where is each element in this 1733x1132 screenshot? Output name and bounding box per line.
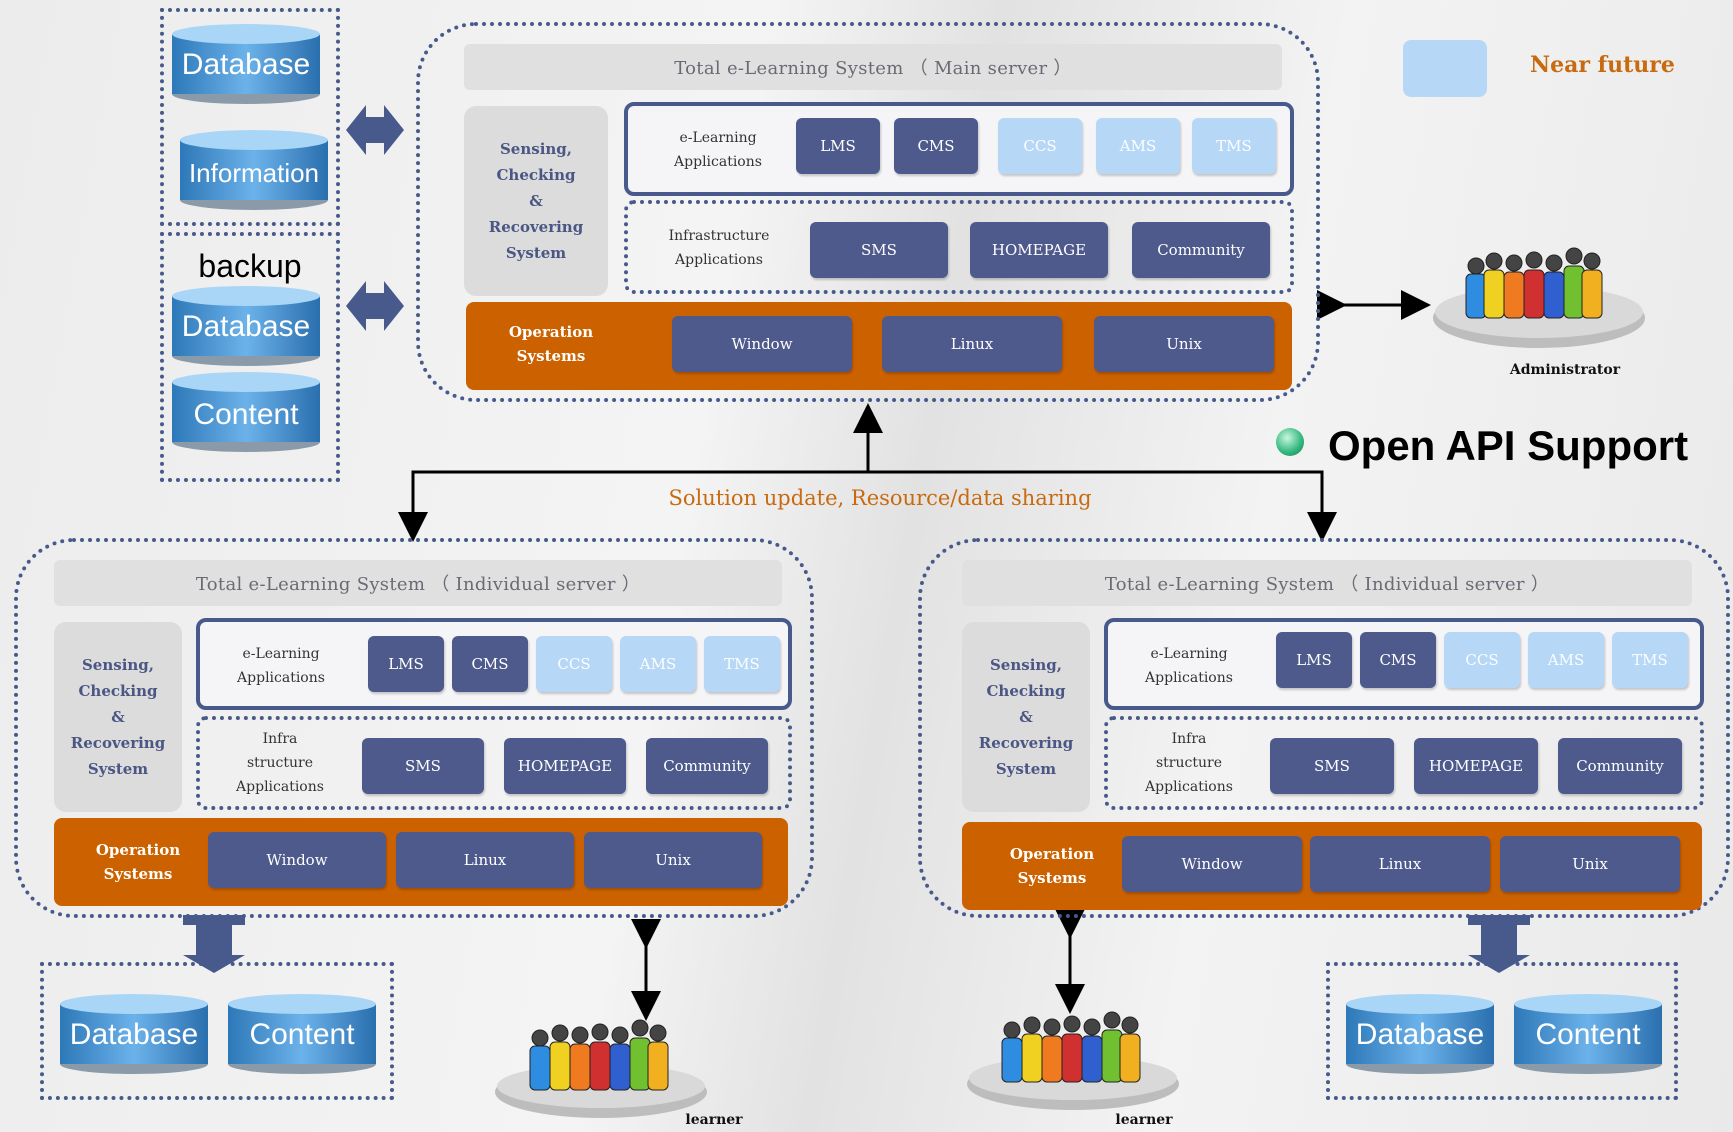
left-storage-arrow [183, 915, 245, 973]
information-cylinder: Information [180, 130, 328, 210]
left-app-homepage[interactable]: HOMEPAGE [504, 738, 626, 794]
open-api-icon [1276, 428, 1304, 456]
left-sensing-block: Sensing, Checking & Recovering System [54, 622, 182, 812]
right-os-label: Operation Systems [1009, 845, 1095, 887]
right-app-homepage[interactable]: HOMEPAGE [1414, 738, 1538, 794]
main-sensing-block: Sensing, Checking & Recovering System [464, 106, 608, 296]
main-app-ams[interactable]: AMS [1096, 118, 1180, 174]
backup-database-cylinder: Database [172, 286, 320, 366]
main-os-window[interactable]: Window [672, 316, 852, 372]
legend-label: Near future [1530, 52, 1675, 78]
main-app-tms[interactable]: TMS [1192, 118, 1276, 174]
main-elearning-label: e-Learning Applications [674, 130, 762, 170]
double-arrow-bottom [346, 281, 404, 331]
solution-connector [398, 403, 1337, 542]
right-sensing-block: Sensing, Checking & Recovering System [962, 622, 1090, 812]
connector-label: Solution update, Resource/data sharing [668, 486, 1092, 510]
left-os-unix[interactable]: Unix [584, 832, 762, 888]
left-infra-box [196, 716, 792, 810]
left-local-storage [40, 962, 394, 1100]
left-app-tms[interactable]: TMS [704, 636, 780, 692]
left-app-ams[interactable]: AMS [620, 636, 696, 692]
left-app-community[interactable]: Community [646, 738, 768, 794]
administrator-group-icon [1432, 236, 1646, 356]
left-app-cms[interactable]: CMS [452, 636, 528, 692]
backup-label: backup [198, 248, 302, 284]
main-app-cms[interactable]: CMS [894, 118, 978, 174]
right-infra-label: Infra structure Applications [1145, 731, 1233, 795]
left-os-window[interactable]: Window [208, 832, 386, 888]
right-storage-arrow [1468, 915, 1530, 973]
right-os-linux[interactable]: Linux [1310, 836, 1490, 892]
main-primary-storage [160, 8, 340, 226]
left-database-cylinder: Database [60, 994, 208, 1074]
left-content-cylinder: Content [228, 994, 376, 1074]
learner-left-group-icon [494, 1008, 708, 1120]
right-app-community[interactable]: Community [1558, 738, 1682, 794]
right-app-ccs[interactable]: CCS [1444, 632, 1520, 688]
main-app-lms[interactable]: LMS [796, 118, 880, 174]
right-app-tms[interactable]: TMS [1612, 632, 1688, 688]
left-server-panel [14, 538, 814, 918]
legend-swatch [1403, 40, 1487, 97]
main-app-community[interactable]: Community [1132, 222, 1270, 278]
right-app-cms[interactable]: CMS [1360, 632, 1436, 688]
main-app-ccs[interactable]: CCS [998, 118, 1082, 174]
left-elearning-label: e-Learning Applications [237, 646, 325, 686]
main-os-unix[interactable]: Unix [1094, 316, 1274, 372]
left-server-title: Total e-Learning System （ Individual ser… [54, 560, 782, 606]
main-server-title: Total e-Learning System （ Main server ） [464, 44, 1282, 90]
right-content-cylinder: Content [1514, 994, 1662, 1074]
open-api-label: Open API Support [1328, 422, 1689, 469]
database-cylinder: Database [172, 24, 320, 104]
main-app-homepage[interactable]: HOMEPAGE [970, 222, 1108, 278]
main-app-sms[interactable]: SMS [810, 222, 948, 278]
right-infra-box [1104, 716, 1704, 810]
left-os-label: Operation Systems [95, 841, 181, 883]
right-os-window[interactable]: Window [1122, 836, 1302, 892]
double-arrow-top [346, 105, 404, 155]
left-app-lms[interactable]: LMS [368, 636, 444, 692]
learner-right-group-icon [966, 1000, 1180, 1112]
administrator-label: Administrator [1509, 362, 1621, 378]
right-local-storage [1326, 962, 1678, 1100]
main-infra-box [624, 200, 1294, 294]
learner-left-label: learner [685, 1112, 743, 1128]
left-os-linux[interactable]: Linux [396, 832, 574, 888]
right-app-lms[interactable]: LMS [1276, 632, 1352, 688]
right-app-ams[interactable]: AMS [1528, 632, 1604, 688]
right-database-cylinder: Database [1346, 994, 1494, 1074]
main-infra-label: Infrastructure Applications [668, 228, 770, 268]
main-backup-storage [160, 232, 340, 482]
right-os-unix[interactable]: Unix [1500, 836, 1680, 892]
right-server-title: Total e-Learning System （ Individual ser… [962, 560, 1692, 606]
right-elearning-label: e-Learning Applications [1145, 646, 1233, 686]
main-os-label: Operation Systems [508, 323, 594, 365]
learner-right-label: learner [1115, 1112, 1173, 1128]
left-app-sms[interactable]: SMS [362, 738, 484, 794]
left-app-ccs[interactable]: CCS [536, 636, 612, 692]
right-app-sms[interactable]: SMS [1270, 738, 1394, 794]
main-server-panel [416, 22, 1320, 402]
right-server-panel [918, 538, 1730, 918]
backup-content-cylinder: Content [172, 372, 320, 452]
left-infra-label: Infra structure Applications [236, 731, 324, 795]
main-os-linux[interactable]: Linux [882, 316, 1062, 372]
